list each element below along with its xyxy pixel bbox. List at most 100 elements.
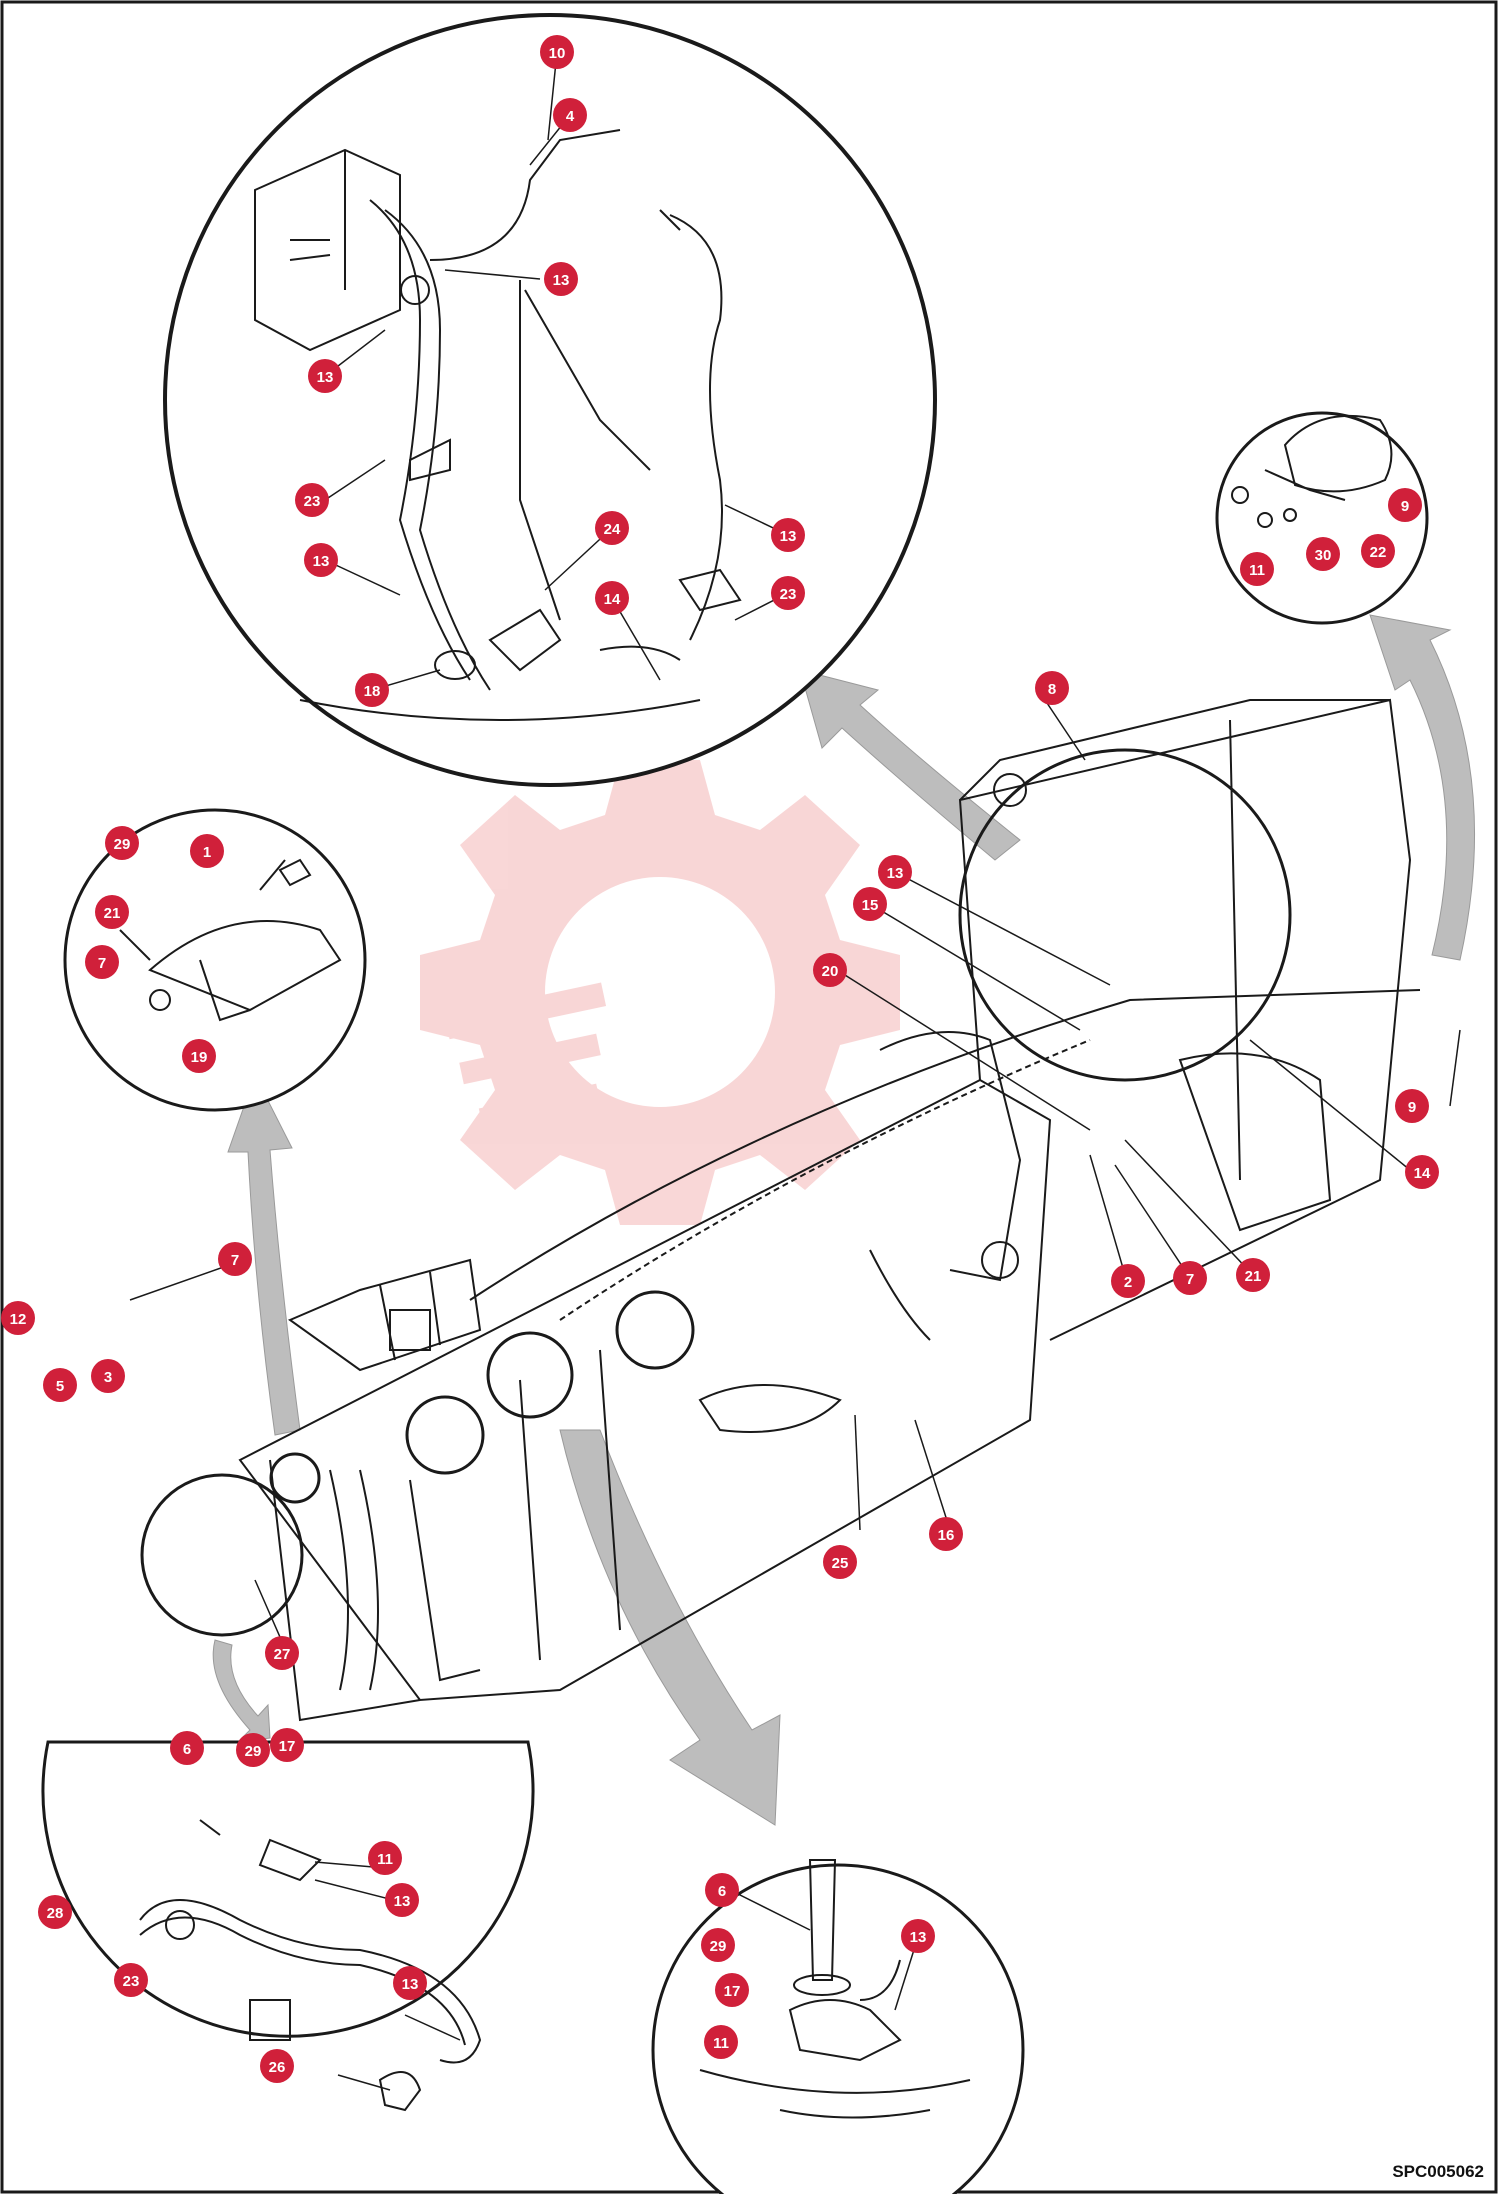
svg-text:13: 13 <box>553 272 570 289</box>
callout-10: 10 <box>540 35 574 69</box>
frame-circle-lower-left <box>140 1473 304 1637</box>
svg-text:13: 13 <box>313 553 330 570</box>
svg-text:17: 17 <box>724 1983 741 2000</box>
frame-circle-main <box>958 748 1292 1082</box>
svg-text:14: 14 <box>604 591 621 608</box>
svg-text:21: 21 <box>104 905 121 922</box>
callout-24: 24 <box>595 511 629 545</box>
svg-text:20: 20 <box>822 963 839 980</box>
svg-text:9: 9 <box>1401 498 1409 515</box>
svg-text:2: 2 <box>1124 1274 1132 1291</box>
callout-29: 29 <box>701 1928 735 1962</box>
svg-text:10: 10 <box>549 45 566 62</box>
callout-14: 14 <box>1405 1155 1439 1189</box>
svg-text:13: 13 <box>394 1893 411 1910</box>
svg-text:11: 11 <box>377 1851 393 1868</box>
svg-text:9: 9 <box>1408 1099 1416 1116</box>
svg-text:11: 11 <box>713 2035 729 2052</box>
svg-text:25: 25 <box>832 1555 849 1572</box>
callout-19: 19 <box>182 1039 216 1073</box>
svg-text:27: 27 <box>274 1646 291 1663</box>
callout-6: 6 <box>705 1873 739 1907</box>
callout-13: 13 <box>304 543 338 577</box>
watermark-logo <box>420 760 900 1225</box>
drawing-code: SPC005062 <box>1392 2162 1484 2181</box>
svg-text:29: 29 <box>710 1938 727 1955</box>
svg-text:13: 13 <box>887 865 904 882</box>
svg-text:13: 13 <box>910 1929 927 1946</box>
callout-23: 23 <box>771 576 805 610</box>
svg-text:7: 7 <box>231 1252 239 1269</box>
callout-14: 14 <box>595 581 629 615</box>
callout-11: 11 <box>704 2025 738 2059</box>
svg-text:12: 12 <box>10 1311 27 1328</box>
callouts: 10 4 13 13 23 24 13 13 14 23 18 9 22 30 … <box>1 35 1439 2083</box>
callout-7: 7 <box>85 945 119 979</box>
frame-circle-small-3 <box>486 1331 574 1419</box>
svg-text:29: 29 <box>245 1743 262 1760</box>
svg-text:23: 23 <box>123 1973 140 1990</box>
callout-4: 4 <box>553 98 587 132</box>
callout-15: 15 <box>853 887 887 921</box>
callout-17: 17 <box>715 1973 749 2007</box>
callout-20: 20 <box>813 953 847 987</box>
svg-text:18: 18 <box>364 683 381 700</box>
svg-text:8: 8 <box>1048 681 1056 698</box>
svg-text:23: 23 <box>304 493 321 510</box>
callout-29: 29 <box>236 1733 270 1767</box>
svg-text:4: 4 <box>566 108 575 125</box>
svg-text:5: 5 <box>56 1378 64 1395</box>
svg-text:7: 7 <box>1186 1271 1194 1288</box>
callout-9: 9 <box>1388 488 1422 522</box>
callout-25: 25 <box>823 1545 857 1579</box>
svg-text:6: 6 <box>718 1883 726 1900</box>
callout-11: 11 <box>1240 552 1274 586</box>
svg-text:6: 6 <box>183 1741 191 1758</box>
callout-16: 16 <box>929 1517 963 1551</box>
svg-text:26: 26 <box>269 2059 286 2076</box>
svg-text:22: 22 <box>1370 544 1387 561</box>
callout-26: 26 <box>260 2049 294 2083</box>
svg-text:24: 24 <box>604 521 621 538</box>
detail-left <box>63 808 367 1112</box>
callout-12: 12 <box>1 1301 35 1335</box>
callout-23: 23 <box>295 483 329 517</box>
svg-text:16: 16 <box>938 1527 955 1544</box>
callout-21: 21 <box>1236 1258 1270 1292</box>
callout-27: 27 <box>265 1636 299 1670</box>
callout-13: 13 <box>308 359 342 393</box>
machine-frame <box>238 698 1421 1722</box>
frame-circle-small-4 <box>615 1290 695 1370</box>
svg-text:13: 13 <box>317 369 334 386</box>
callout-2: 2 <box>1111 1264 1145 1298</box>
detail-arrows <box>212 614 1476 1826</box>
callout-8: 8 <box>1035 671 1069 705</box>
svg-text:13: 13 <box>780 528 797 545</box>
arrow-to-right-detail <box>1369 614 1476 961</box>
svg-text:17: 17 <box>279 1738 296 1755</box>
callout-13: 13 <box>544 262 578 296</box>
callout-13: 13 <box>385 1883 419 1917</box>
svg-text:1: 1 <box>203 844 211 861</box>
callout-18: 18 <box>355 673 389 707</box>
svg-text:29: 29 <box>114 836 131 853</box>
detail-bottom-right <box>651 1859 1025 2194</box>
frame-detail-circles <box>140 748 1292 1637</box>
callout-7: 7 <box>1173 1261 1207 1295</box>
callout-9: 9 <box>1395 1089 1429 1123</box>
callout-28: 28 <box>38 1895 72 1929</box>
callout-11: 11 <box>368 1841 402 1875</box>
callout-3: 3 <box>91 1359 125 1393</box>
callout-29: 29 <box>105 826 139 860</box>
callout-7: 7 <box>218 1242 252 1276</box>
arrow-to-top-detail <box>799 669 1021 861</box>
arrow-to-left-detail <box>227 1073 301 1436</box>
svg-text:28: 28 <box>47 1905 64 1922</box>
arrow-to-bottom-left-detail <box>212 1639 271 1743</box>
callout-13: 13 <box>878 855 912 889</box>
svg-text:15: 15 <box>862 897 879 914</box>
callout-23: 23 <box>114 1963 148 1997</box>
svg-text:11: 11 <box>1249 562 1265 579</box>
detail-top <box>163 13 937 787</box>
